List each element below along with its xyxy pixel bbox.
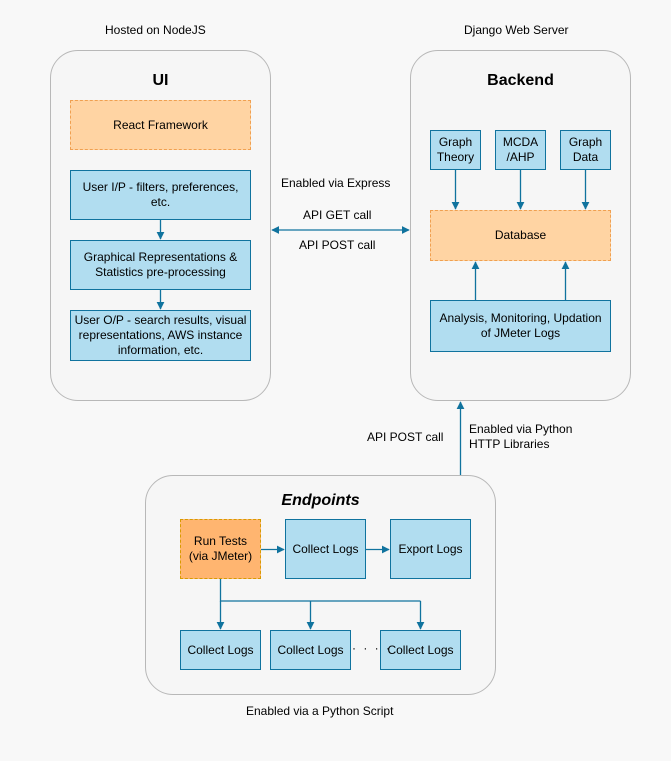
run-tests-box: Run Tests (via JMeter)	[180, 519, 261, 579]
user-input-box: User I/P - filters, preferences, etc.	[70, 170, 251, 220]
api-get-label: API GET call	[303, 208, 372, 222]
backend-title: Backend	[487, 72, 554, 89]
enabled-python-http-label: Enabled via Python HTTP Libraries	[469, 422, 573, 451]
graph-theory-box: Graph Theory	[430, 130, 481, 170]
endpoints-title: Endpoints	[281, 492, 360, 509]
django-server-label: Django Web Server	[464, 23, 569, 37]
collect-logs-box-2: Collect Logs	[270, 630, 351, 670]
analysis-box: Analysis, Monitoring, Updation of JMeter…	[430, 300, 611, 352]
export-logs-box: Export Logs	[390, 519, 471, 579]
collect-logs-main-box: Collect Logs	[285, 519, 366, 579]
api-post-top-label: API POST call	[299, 238, 376, 252]
mcda-ahp-box: MCDA /AHP	[495, 130, 546, 170]
collect-logs-box-1: Collect Logs	[180, 630, 261, 670]
enabled-express-label: Enabled via Express	[281, 176, 391, 190]
ui-title: UI	[152, 72, 169, 89]
user-output-box: User O/P - search results, visual repres…	[70, 310, 251, 361]
ellipsis-dots: · · · ·	[352, 641, 392, 655]
api-post-bottom-label: API POST call	[367, 430, 444, 444]
database-box: Database	[430, 210, 611, 261]
hosted-nodejs-label: Hosted on NodeJS	[105, 23, 206, 37]
graphical-representations-box: Graphical Representations & Statistics p…	[70, 240, 251, 290]
enabled-python-script-label: Enabled via a Python Script	[246, 704, 394, 718]
react-framework-box: React Framework	[70, 100, 251, 150]
graph-data-box: Graph Data	[560, 130, 611, 170]
collect-logs-box-3: Collect Logs	[380, 630, 461, 670]
